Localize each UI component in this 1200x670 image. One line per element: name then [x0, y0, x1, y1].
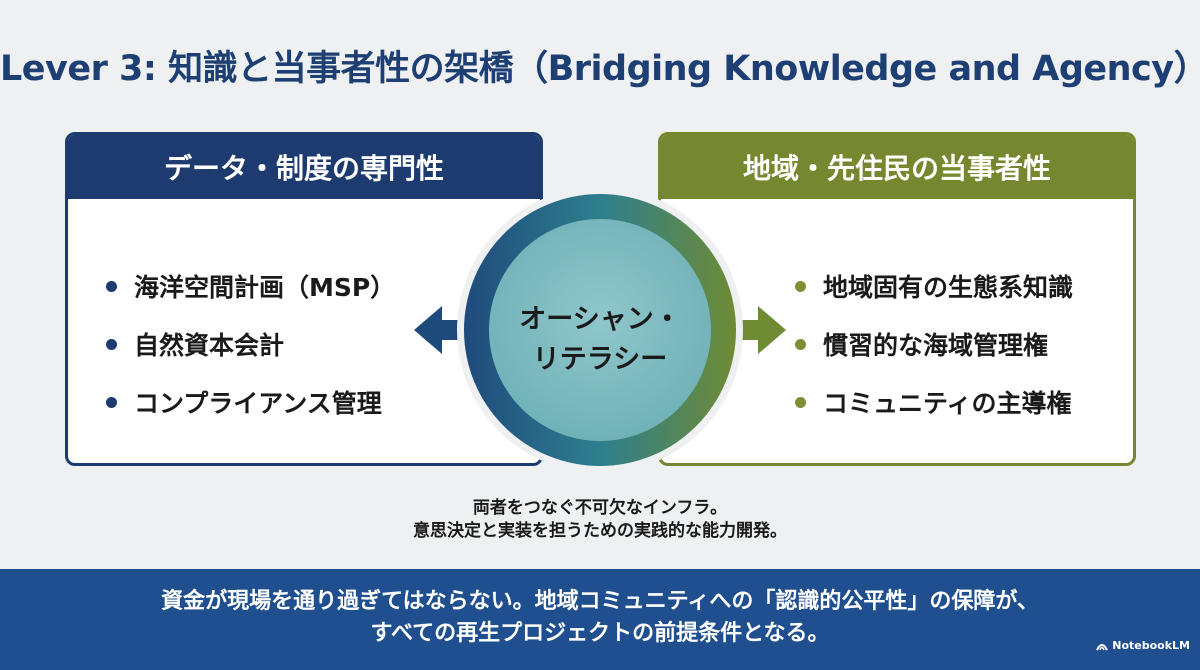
- list-item-label: 海洋空間計画（MSP）: [134, 273, 396, 302]
- hub-caption: 両者をつなぐ不可欠なインフラ。 意思決定と実装を担うための実践的な能力開発。: [0, 497, 1200, 543]
- bullet-icon: [795, 338, 806, 350]
- hub-label-line1: オーシャン・: [519, 304, 681, 335]
- list-item-label: 慣習的な海域管理権: [823, 331, 1049, 360]
- conclusion-banner: 資金が現場を通り過ぎてはならない。地域コミュニティへの「認識的公平性」の保障が、…: [0, 569, 1200, 670]
- expertise-list: 海洋空間計画（MSP） 自然資本会計 コンプライアンス管理: [106, 257, 395, 431]
- bullet-icon: [106, 396, 117, 408]
- bullet-icon: [106, 280, 117, 292]
- list-item: 海洋空間計画（MSP）: [106, 257, 395, 315]
- bullet-icon: [795, 396, 806, 408]
- hub-label: オーシャン・ リテラシー: [496, 300, 704, 380]
- list-item: 地域固有の生態系知識: [795, 257, 1073, 315]
- banner-line2: すべての再生プロジェクトの前提条件となる。: [370, 621, 830, 646]
- list-item: 慣習的な海域管理権: [795, 315, 1073, 373]
- hub-label-line2: リテラシー: [532, 344, 668, 375]
- brand-mark: NotebookLM: [1096, 630, 1190, 662]
- brand-label: NotebookLM: [1112, 639, 1190, 652]
- agency-list: 地域固有の生態系知識 慣習的な海域管理権 コミュニティの主導権: [795, 257, 1073, 431]
- hub-caption-line1: 両者をつなぐ不可欠なインフラ。: [472, 498, 728, 518]
- center-hub-graphic: [414, 187, 786, 473]
- bullet-icon: [106, 338, 117, 350]
- expertise-panel-header: データ・制度の専門性: [68, 135, 540, 199]
- list-item-label: 地域固有の生態系知識: [823, 273, 1074, 302]
- list-item: 自然資本会計: [106, 315, 395, 373]
- list-item: コミュニティの主導権: [795, 373, 1073, 431]
- agency-panel-header: 地域・先住民の当事者性: [661, 135, 1133, 199]
- list-item-label: コミュニティの主導権: [823, 389, 1072, 418]
- page-title: Lever 3: 知識と当事者性の架橋（Bridging Knowledge a…: [0, 49, 1200, 89]
- list-item-label: 自然資本会計: [134, 331, 285, 360]
- notebooklm-logo-icon: [1096, 644, 1109, 651]
- banner-line1: 資金が現場を通り過ぎてはならない。地域コミュニティへの「認識的公平性」の保障が、: [161, 589, 1039, 614]
- list-item-label: コンプライアンス管理: [134, 389, 382, 418]
- list-item: コンプライアンス管理: [106, 373, 395, 431]
- hub-caption-line2: 意思決定と実装を担うための実践的な能力開発。: [413, 521, 787, 541]
- bullet-icon: [795, 280, 806, 292]
- hub-core: [489, 219, 711, 441]
